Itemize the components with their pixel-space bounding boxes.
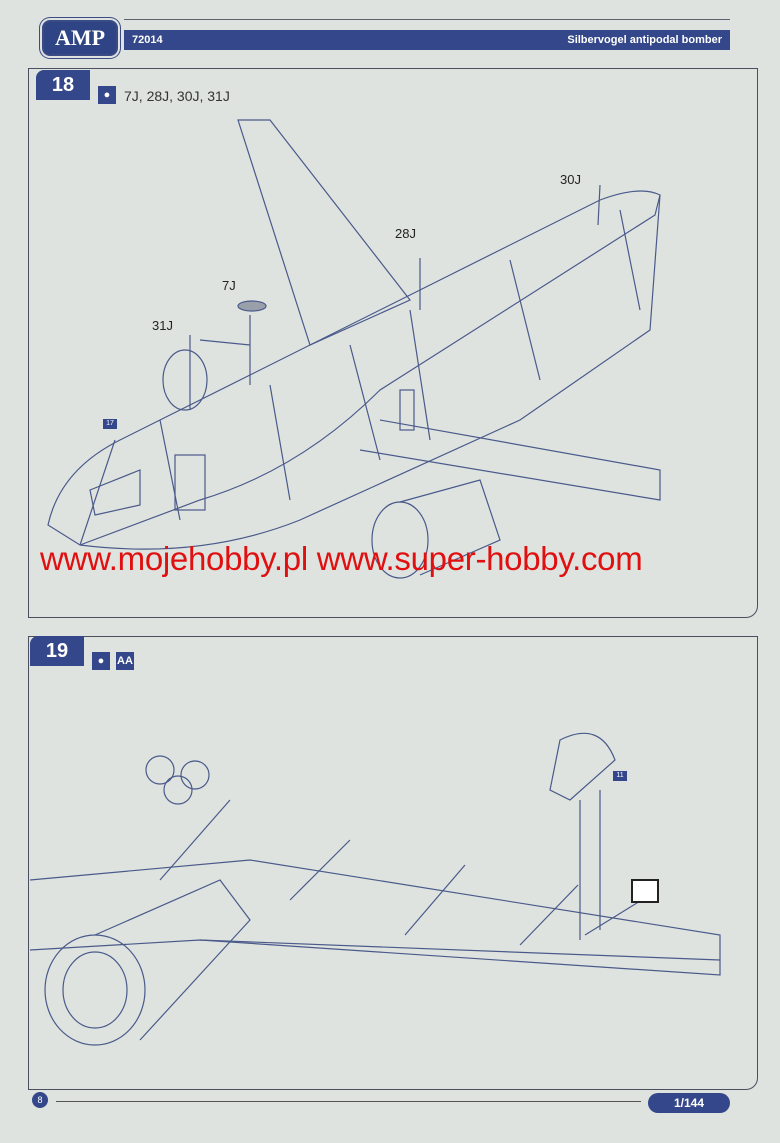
scale-badge: 1/144 [648,1093,730,1113]
step-ref-tag: 11 [613,771,627,781]
kit-number: 72014 [132,34,163,46]
decal-water-icon: ● [92,652,110,670]
decal-water-icon: ● [98,86,116,104]
watermark: www.mojehobby.pl www.super-hobby.com [40,540,643,577]
callout-30j: 30J [560,172,581,187]
kit-title: Silbervogel antipodal bomber [567,34,722,46]
aa-glue-icon: AA [116,652,134,670]
page-number: 8 [32,1092,48,1108]
callout-28j: 28J [395,226,416,241]
amp-logo: AMP [42,20,118,56]
header-rule [124,19,730,20]
step-18-panel [28,68,758,618]
step-ref-tag: 17 [103,419,117,429]
footer-rule [56,1101,641,1102]
callout-31j: 31J [152,318,173,333]
step-18-number: 18 [36,70,90,100]
step-18-parts: 7J, 28J, 30J, 31J [124,88,230,104]
step-19-number: 19 [30,636,84,666]
step-19-panel [28,636,758,1090]
callout-7j: 7J [222,278,236,293]
header-bar: 72014 Silbervogel antipodal bomber [124,30,730,50]
